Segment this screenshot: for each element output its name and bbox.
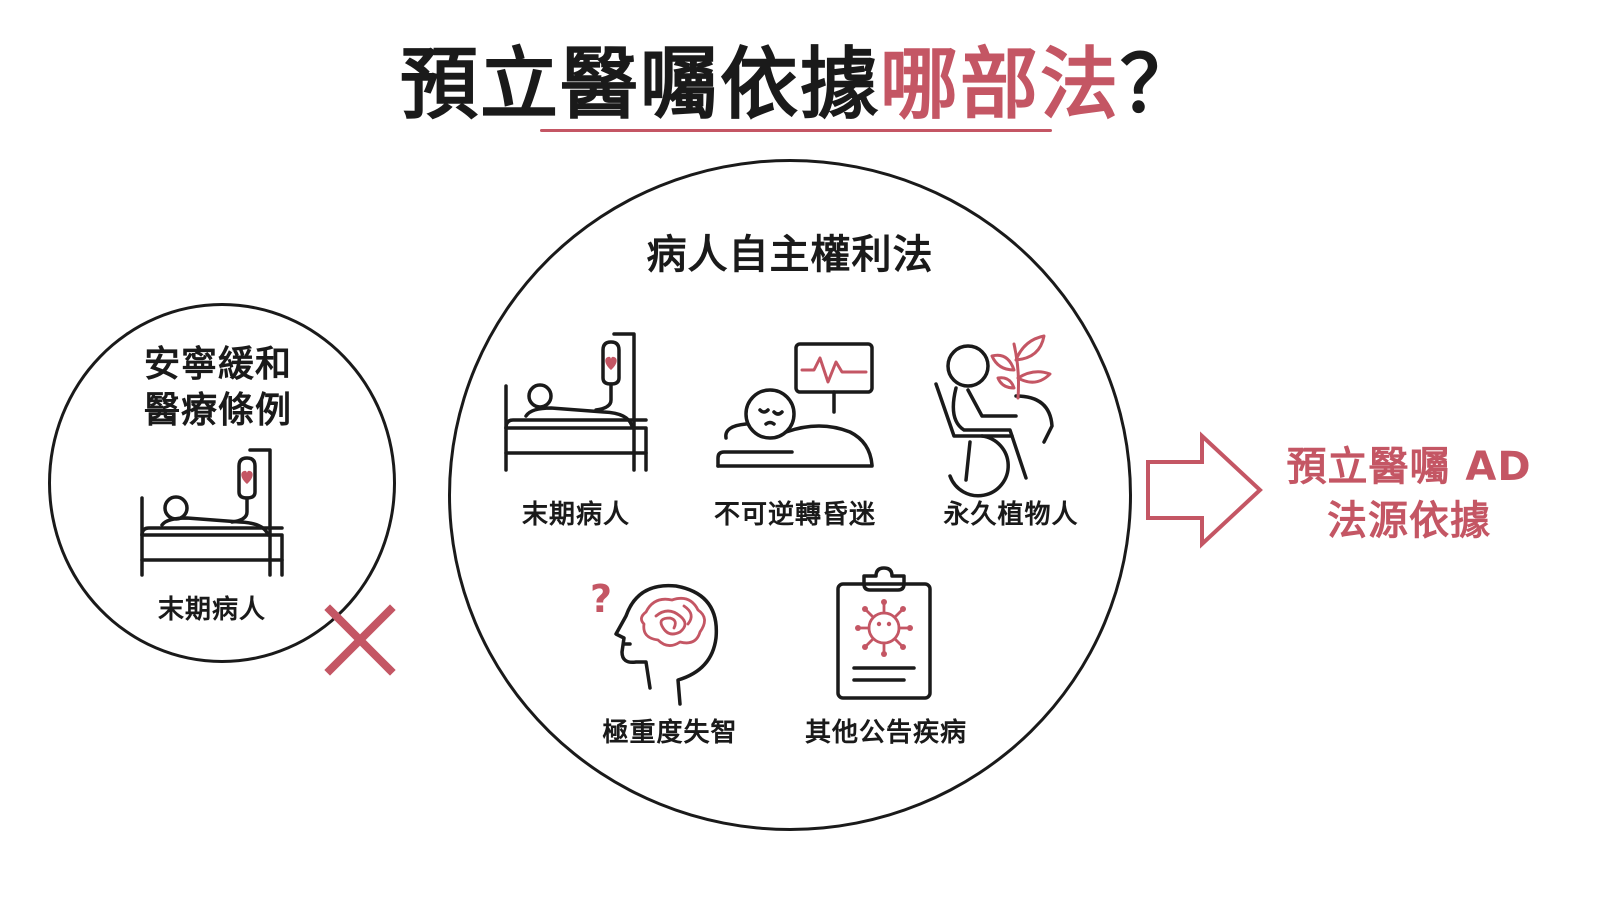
right-arrow-icon (1146, 431, 1263, 549)
title-underline (540, 129, 1052, 132)
item-label-dementia: 極重度失智 (602, 718, 738, 748)
item-label-vegetative: 永久植物人 (943, 500, 1079, 530)
svg-text:?: ? (590, 577, 612, 621)
patient-autonomy-act-circle (448, 159, 1132, 831)
hospital-bed-iv-icon (140, 448, 284, 577)
patient-autonomy-act-heading: 病人自主權利法 (646, 232, 934, 278)
result-line1: 預立醫囑 AD (1286, 444, 1532, 490)
coma-patient-monitor-icon (716, 342, 874, 468)
item-label-coma: 不可逆轉昏迷 (713, 500, 876, 530)
item-label-other-diseases: 其他公告疾病 (804, 718, 967, 748)
title-main: 預立醫囑依據 (399, 40, 880, 130)
title-highlight: 哪部法 (879, 40, 1120, 130)
hospice-item-label: 末期病人 (157, 595, 266, 625)
hospice-act-heading-line2: 醫療條例 (143, 390, 292, 431)
wheelchair-plant-icon (934, 334, 1054, 498)
title-punct: ？ (1120, 40, 1201, 130)
clipboard-virus-icon (836, 566, 932, 700)
page-title: 預立醫囑依據哪部法？ (0, 22, 1600, 134)
hospice-act-circle (48, 303, 396, 663)
result-line2: 法源依據 (1327, 498, 1491, 544)
hospice-act-heading: 安寧緩和 醫療條例 (98, 342, 338, 434)
hospital-bed-iv-icon (504, 332, 648, 472)
cross-mark-icon (324, 604, 396, 676)
confused-brain-icon: ? (590, 577, 719, 706)
item-label-terminal: 末期病人 (521, 500, 630, 530)
result-text: 預立醫囑 AD 法源依據 (1268, 440, 1550, 548)
hospice-act-heading-line1: 安寧緩和 (143, 344, 292, 385)
